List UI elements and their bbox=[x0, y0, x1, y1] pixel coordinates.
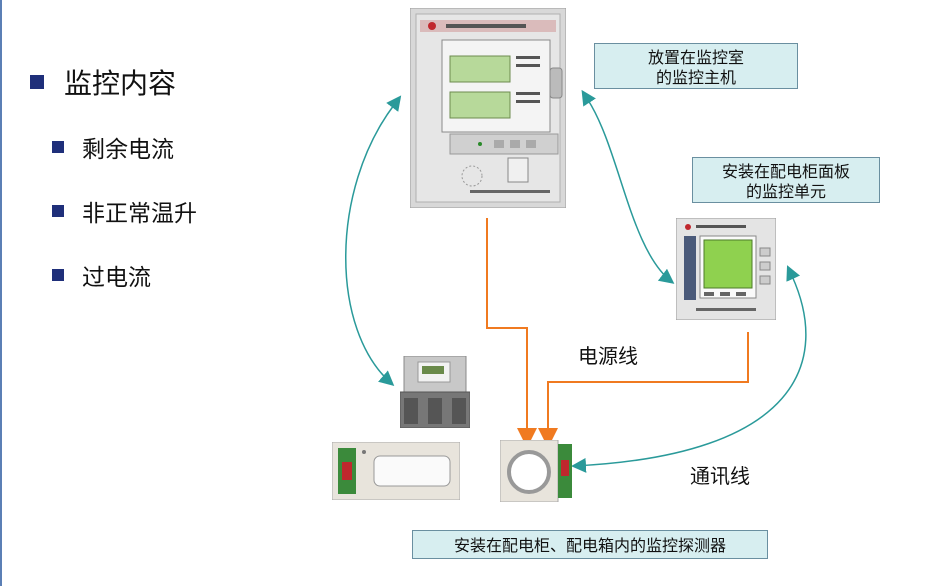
power-line-arrow bbox=[486, 218, 537, 448]
bullet-item: 非正常温升 bbox=[52, 194, 197, 228]
host-label-line2: 的监控主机 bbox=[655, 68, 736, 87]
bullet-main-text: 监控内容 bbox=[64, 67, 177, 100]
bullet-main: 监控内容 bbox=[30, 62, 176, 102]
bullet-item-text: 过电流 bbox=[82, 265, 151, 291]
unit-label-line2: 的监控单元 bbox=[745, 182, 826, 201]
left-border-line bbox=[0, 0, 2, 586]
unit-description-box: 安装在配电柜面板 的监控单元 bbox=[692, 157, 880, 203]
comm-line-arrow bbox=[345, 95, 402, 386]
bullet-square-icon bbox=[52, 205, 64, 217]
detector-label: 安装在配电柜、配电箱内的监控探测器 bbox=[453, 536, 726, 555]
comm-line-arrow bbox=[571, 265, 807, 473]
monitoring-unit-device bbox=[676, 218, 776, 320]
ring-detector-device bbox=[500, 440, 572, 502]
bullet-square-icon bbox=[52, 141, 64, 153]
bullet-item-text: 剩余电流 bbox=[82, 137, 174, 163]
bullet-square-icon bbox=[30, 75, 44, 89]
bullet-item-text: 非正常温升 bbox=[82, 201, 197, 227]
host-label-line1: 放置在监控室 bbox=[647, 48, 744, 67]
comm-line-arrow bbox=[581, 89, 675, 284]
monitoring-host-device bbox=[410, 8, 566, 208]
unit-label-line1: 安装在配电柜面板 bbox=[721, 162, 850, 181]
comm-line-label: 通讯线 bbox=[690, 464, 750, 488]
detector-description-box: 安装在配电柜、配电箱内的监控探测器 bbox=[412, 530, 768, 559]
bullet-item: 过电流 bbox=[52, 258, 151, 292]
power-line-label: 电源线 bbox=[578, 344, 638, 368]
bullet-square-icon bbox=[52, 269, 64, 281]
host-description-box: 放置在监控室 的监控主机 bbox=[594, 43, 798, 89]
bullet-item: 剩余电流 bbox=[52, 130, 174, 164]
rectangular-detector-device bbox=[332, 442, 460, 500]
circuit-breaker-device bbox=[400, 356, 470, 428]
